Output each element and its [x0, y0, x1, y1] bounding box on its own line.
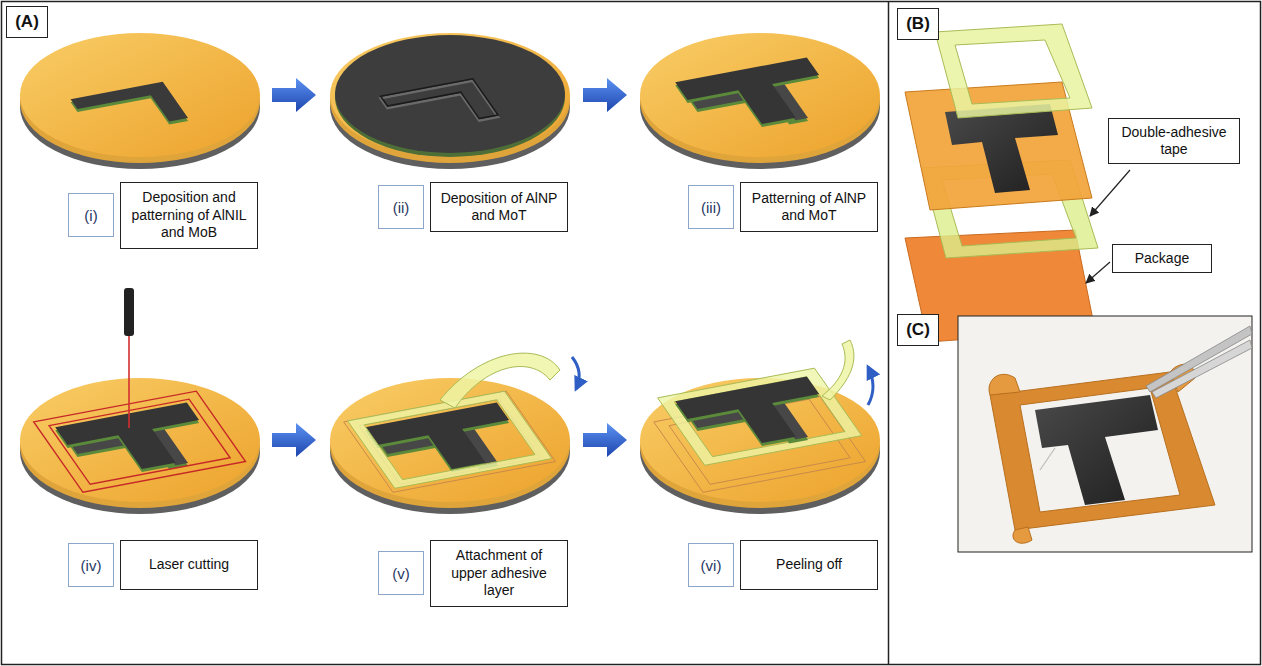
device-photo — [1146, 326, 1252, 392]
wafer-step-ii — [381, 79, 498, 133]
step-description: Laser cutting — [120, 540, 258, 590]
box-text: Attachment of upper adhesive layer — [439, 547, 559, 600]
wafer-step-iv — [20, 378, 260, 514]
wafer-step-vi — [675, 376, 842, 452]
device-photo — [1035, 395, 1158, 505]
wafer-step-ii — [335, 35, 565, 153]
step-number: (iv) — [68, 543, 114, 587]
panel-label: (B) — [897, 8, 939, 40]
box-text: Double-adhesive tape — [1117, 124, 1231, 158]
box-text: Patterning of AlNP and MoT — [749, 190, 869, 225]
box-text: (ii) — [393, 199, 410, 216]
step-description: Peeling off — [740, 540, 878, 590]
box-text: (i) — [84, 207, 97, 224]
wafer-step-ii — [381, 79, 498, 133]
wafer-step-ii — [330, 33, 570, 169]
wafer-step-v — [344, 391, 556, 492]
panel-label: (C) — [897, 314, 939, 346]
laser-head — [124, 288, 134, 428]
wafer-step-iv — [20, 378, 260, 514]
box-text: Deposition of AlNP and MoT — [439, 190, 559, 225]
wafer-step-ii — [330, 33, 570, 169]
callout-box: Package — [1112, 244, 1212, 273]
step-number: (iii) — [688, 185, 734, 229]
step-description: Deposition of AlNP and MoT — [430, 182, 568, 232]
step-number: (vi) — [688, 543, 734, 587]
panel-label: (A) — [6, 6, 48, 38]
wafer-step-i — [20, 33, 260, 169]
wafer-step-vi — [658, 368, 862, 465]
wafer-step-v — [348, 391, 552, 488]
box-text: (v) — [392, 565, 410, 582]
device-photo — [958, 316, 1252, 552]
box-text: (A) — [15, 12, 39, 32]
wafer-step-vi — [868, 367, 873, 405]
wafer-step-v — [440, 353, 560, 408]
wafer-step-v — [572, 357, 579, 389]
leader-line — [1090, 170, 1130, 216]
wafer-step-i — [71, 82, 188, 136]
exploded-layers — [935, 24, 1092, 118]
process-arrow — [583, 78, 627, 112]
process-arrow — [272, 78, 627, 457]
step-number: (v) — [378, 551, 424, 595]
step-description: Attachment of upper adhesive layer — [430, 540, 568, 607]
wafer-step-vi — [640, 340, 880, 514]
process-arrow — [583, 423, 627, 457]
box-text: (iv) — [81, 557, 102, 574]
wafer-step-iv — [34, 391, 246, 492]
box-text: (C) — [906, 320, 930, 340]
wafer-step-iv — [55, 402, 222, 478]
device-photo — [1013, 527, 1032, 543]
box-text: Laser cutting — [149, 556, 229, 574]
wafer-step-v — [330, 353, 579, 514]
exploded-layers — [905, 24, 1098, 342]
box-text: (vi) — [701, 557, 722, 574]
device-photo — [990, 372, 1215, 530]
box-text: Deposition and patterning of AlNIL and M… — [129, 189, 249, 242]
box-text: Peeling off — [776, 556, 842, 574]
step-description: Patterning of AlNP and MoT — [740, 182, 878, 232]
step-description: Deposition and patterning of AlNIL and M… — [120, 182, 258, 249]
step-number: (i) — [68, 193, 114, 237]
box-text: (iii) — [701, 199, 721, 216]
process-arrow — [272, 423, 316, 457]
wafer-step-v — [348, 391, 552, 488]
wafer-step-iii — [675, 57, 842, 133]
wafer-step-i — [20, 33, 260, 169]
device-photo — [1040, 448, 1055, 470]
device-photo — [989, 374, 1020, 395]
device-photo — [1152, 340, 1252, 398]
callout-box: Double-adhesive tape — [1108, 118, 1240, 164]
step-number: (ii) — [378, 185, 424, 229]
wafer-step-iii — [675, 57, 842, 133]
box-text: Package — [1135, 250, 1189, 267]
wafer-step-i — [71, 82, 188, 136]
wafer-step-vi — [658, 368, 862, 465]
wafer-step-vi — [822, 340, 854, 400]
wafer-step-iii — [640, 33, 880, 169]
laser-head — [128, 336, 130, 428]
wafer-step-iv — [34, 391, 246, 492]
leader-line — [1086, 262, 1110, 283]
laser-head — [124, 288, 134, 336]
wafer-step-iv — [55, 402, 222, 478]
wafer-step-iii — [640, 33, 880, 169]
wafer-step-v — [344, 391, 556, 492]
box-text: (B) — [906, 14, 930, 34]
device-photo — [958, 316, 1252, 552]
wafer-step-vi — [675, 376, 842, 452]
figure-frame — [888, 2, 890, 665]
process-arrow — [272, 78, 316, 112]
